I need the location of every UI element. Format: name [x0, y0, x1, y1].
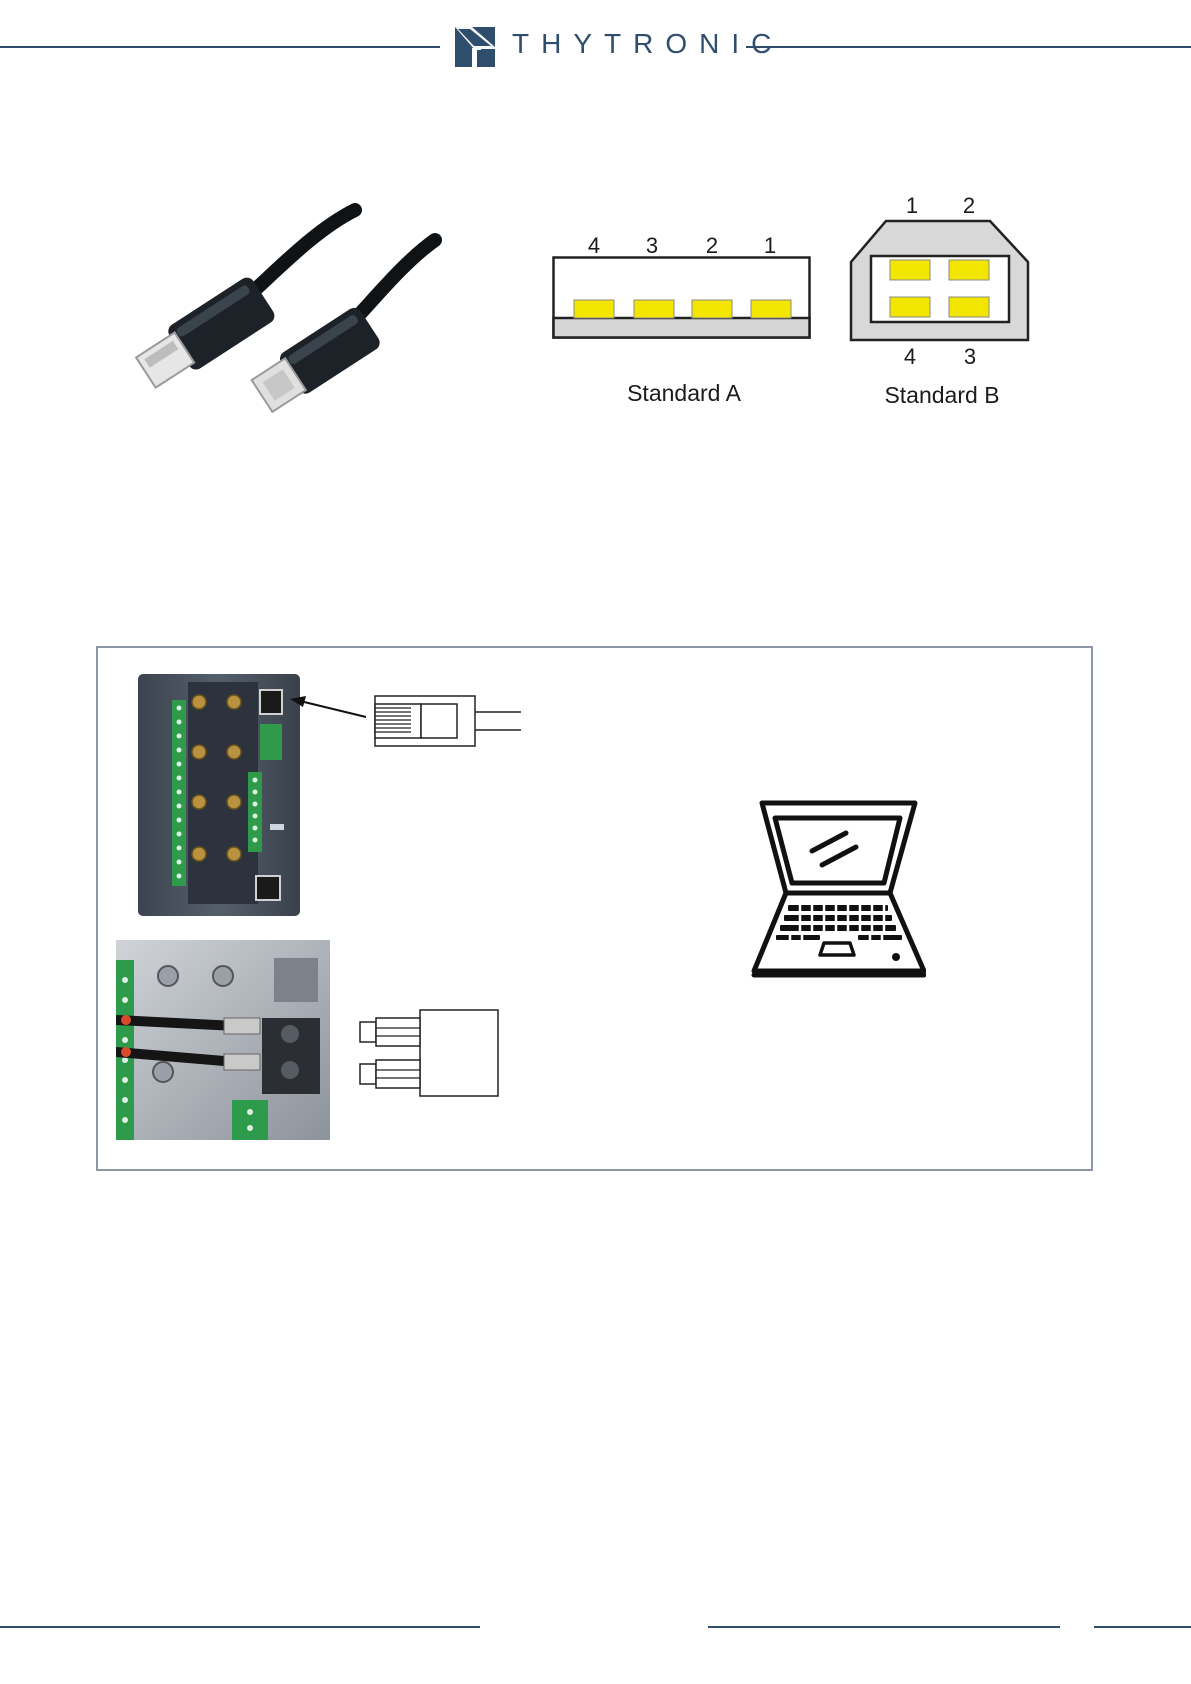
- usb-b-contact: [949, 297, 989, 317]
- usb-a-contact: [692, 300, 732, 318]
- fiber-optic-connectors-photo: [116, 940, 330, 1140]
- usb-a-pin-label: 1: [760, 233, 780, 259]
- usb-a-caption: Standard A: [584, 380, 784, 407]
- fiber-optic-plug-icon: [358, 1008, 500, 1098]
- usb-b-contact: [890, 297, 930, 317]
- brand-name: THYTRONIC: [512, 28, 783, 60]
- usb-b-caption: Standard B: [842, 382, 1042, 409]
- usb-a-contact: [634, 300, 674, 318]
- header-rule-right: [746, 46, 1191, 48]
- header-rule-left: [0, 46, 440, 48]
- thytronic-logo-icon: [455, 27, 495, 67]
- rj45-plug-icon: [374, 692, 522, 750]
- usb-a-pin-label: 4: [584, 233, 604, 259]
- usb-b-contact: [890, 260, 930, 280]
- footer-rule-right: [1094, 1626, 1191, 1628]
- laptop-icon: [750, 793, 926, 983]
- usb-b-pin-label: 3: [960, 344, 980, 370]
- usb-a-contact: [574, 300, 614, 318]
- usb-a-pin-label: 3: [642, 233, 662, 259]
- usb-b-pin-label: 1: [902, 193, 922, 219]
- arrow-icon: [288, 690, 368, 730]
- footer-rule-middle: [708, 1626, 1060, 1628]
- footer-rule-left: [0, 1626, 480, 1628]
- usb-b-pin-label: 4: [900, 344, 920, 370]
- usb-standard-b-diagram: [848, 218, 1034, 344]
- usb-standard-a-diagram: [552, 256, 814, 342]
- usb-b-contact: [949, 260, 989, 280]
- usb-a-to-b-cable-photo: [130, 195, 460, 420]
- usb-a-pin-label: 2: [702, 233, 722, 259]
- relay-rear-panel-photo: [136, 672, 306, 922]
- usb-a-contact: [751, 300, 791, 318]
- usb-b-pin-label: 2: [959, 193, 979, 219]
